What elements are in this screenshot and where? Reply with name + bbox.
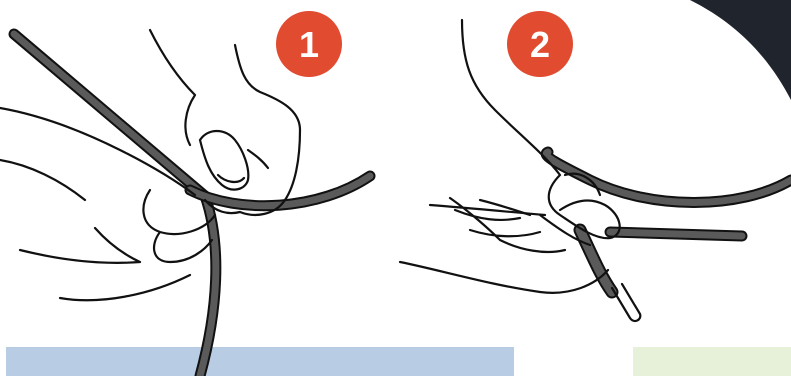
cable-loop-core: [546, 152, 791, 203]
step-1-badge: 1: [276, 11, 342, 77]
right-hand-outline: [150, 30, 300, 215]
green-band: [633, 347, 791, 376]
blue-band: [6, 347, 514, 376]
left-hand-outline: [0, 108, 215, 300]
dark-corner-shape: [690, 0, 791, 100]
cable-end-right-core: [610, 232, 742, 236]
step-2-illustration: [400, 20, 791, 321]
step-number: 1: [299, 24, 319, 65]
step-1-illustration: [0, 30, 370, 376]
palm-lines: [455, 200, 540, 236]
cable-diagonal-core: [14, 34, 205, 196]
step-number: 2: [530, 24, 550, 65]
cable-to-connector-core: [580, 230, 612, 292]
step-2-badge: 2: [507, 11, 573, 77]
